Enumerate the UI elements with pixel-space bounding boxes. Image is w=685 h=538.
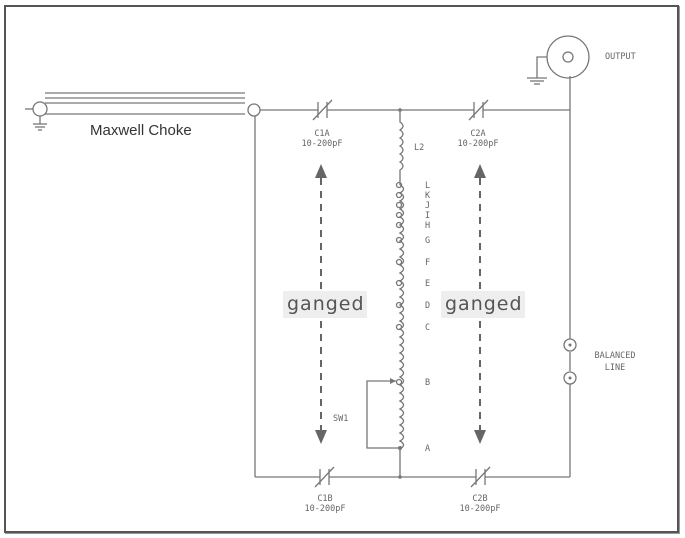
tap-j-icon xyxy=(395,201,403,209)
tap-label: B xyxy=(425,378,430,388)
tap-e-icon xyxy=(395,279,403,287)
tap-label: J xyxy=(425,201,430,211)
tap-label: L xyxy=(425,181,430,191)
inductor-l2-icon xyxy=(398,110,404,185)
tap-label: H xyxy=(425,221,430,231)
c2a-value: 10-200pF xyxy=(458,139,499,149)
choke-end-connector-icon xyxy=(247,103,261,117)
tap-k-icon xyxy=(395,191,403,199)
diagram-frame xyxy=(4,5,679,533)
balanced-terminal-2-icon xyxy=(563,371,577,385)
output-connector-icon xyxy=(527,35,590,85)
tap-c-icon xyxy=(395,323,403,331)
tap-label: C xyxy=(425,323,430,333)
c1b-name: C1B xyxy=(317,494,332,504)
tap-l-icon xyxy=(395,181,403,189)
ganged-arrow-right xyxy=(474,164,486,444)
ground-icon xyxy=(33,116,47,131)
choke-label: Maxwell Choke xyxy=(90,122,192,139)
tap-h-icon xyxy=(395,221,403,229)
ganged-label-left: ganged xyxy=(287,293,365,315)
tap-label: D xyxy=(425,301,430,311)
input-connector-icon xyxy=(32,101,48,117)
c2b-name: C2B xyxy=(472,494,487,504)
balanced-label-2: LINE xyxy=(605,363,625,373)
capacitor-c2b-icon xyxy=(470,466,491,488)
tap-label: I xyxy=(425,211,430,221)
balanced-terminal-1-icon xyxy=(563,338,577,352)
ganged-label-right: ganged xyxy=(445,293,523,315)
tap-label: E xyxy=(425,279,430,289)
c1b-value: 10-200pF xyxy=(305,504,346,514)
c2a-name: C2A xyxy=(470,129,485,139)
tap-label: F xyxy=(425,258,430,268)
ganged-arrow-left xyxy=(315,164,327,444)
tap-f-icon xyxy=(395,258,403,266)
tap-label: A xyxy=(425,444,430,454)
tap-label: G xyxy=(425,236,430,246)
balanced-label-1: BALANCED xyxy=(595,351,636,361)
c2b-value: 10-200pF xyxy=(460,504,501,514)
tap-d-icon xyxy=(395,301,403,309)
capacitor-c1b-icon xyxy=(314,466,335,488)
tap-g-icon xyxy=(395,236,403,244)
tap-b-icon xyxy=(395,378,403,386)
switch-sw1-wire xyxy=(366,380,400,449)
tapped-coil-icon xyxy=(398,184,405,450)
sw1-label: SW1 xyxy=(333,414,348,424)
c1a-name: C1A xyxy=(314,129,329,139)
capacitor-c1a-icon xyxy=(312,99,333,121)
capacitor-c2a-icon xyxy=(468,99,489,121)
l2-label: L2 xyxy=(414,143,424,153)
ganged-label-bg-left xyxy=(283,291,367,318)
c1a-value: 10-200pF xyxy=(302,139,343,149)
coax-cable xyxy=(45,92,245,115)
tap-label: K xyxy=(425,191,431,201)
tap-i-icon xyxy=(395,211,403,219)
ganged-label-bg-right xyxy=(441,291,525,318)
output-label: OUTPUT xyxy=(605,52,636,62)
